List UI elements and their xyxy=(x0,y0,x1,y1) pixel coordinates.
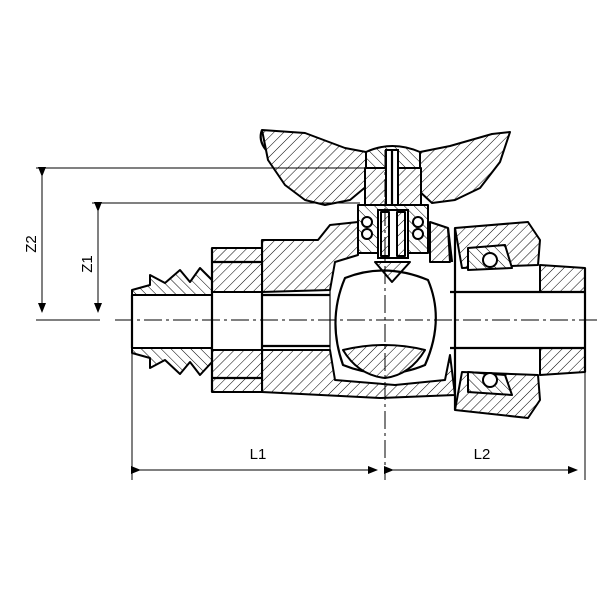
ball xyxy=(329,269,437,379)
dimension-label-z2: Z2 xyxy=(23,235,40,253)
dimension-l1: L1 xyxy=(131,348,378,480)
dimension-l2: L2 xyxy=(384,372,586,480)
right-connector xyxy=(450,221,587,419)
left-connector xyxy=(130,247,330,393)
dimension-z1: Z1 xyxy=(79,202,360,313)
valve-stem xyxy=(357,145,429,283)
dimension-label-l2: L2 xyxy=(474,446,491,463)
dimension-label-l1: L1 xyxy=(250,446,267,463)
dimension-z2: Z2 xyxy=(23,167,365,321)
dimension-label-z1: Z1 xyxy=(79,255,96,273)
